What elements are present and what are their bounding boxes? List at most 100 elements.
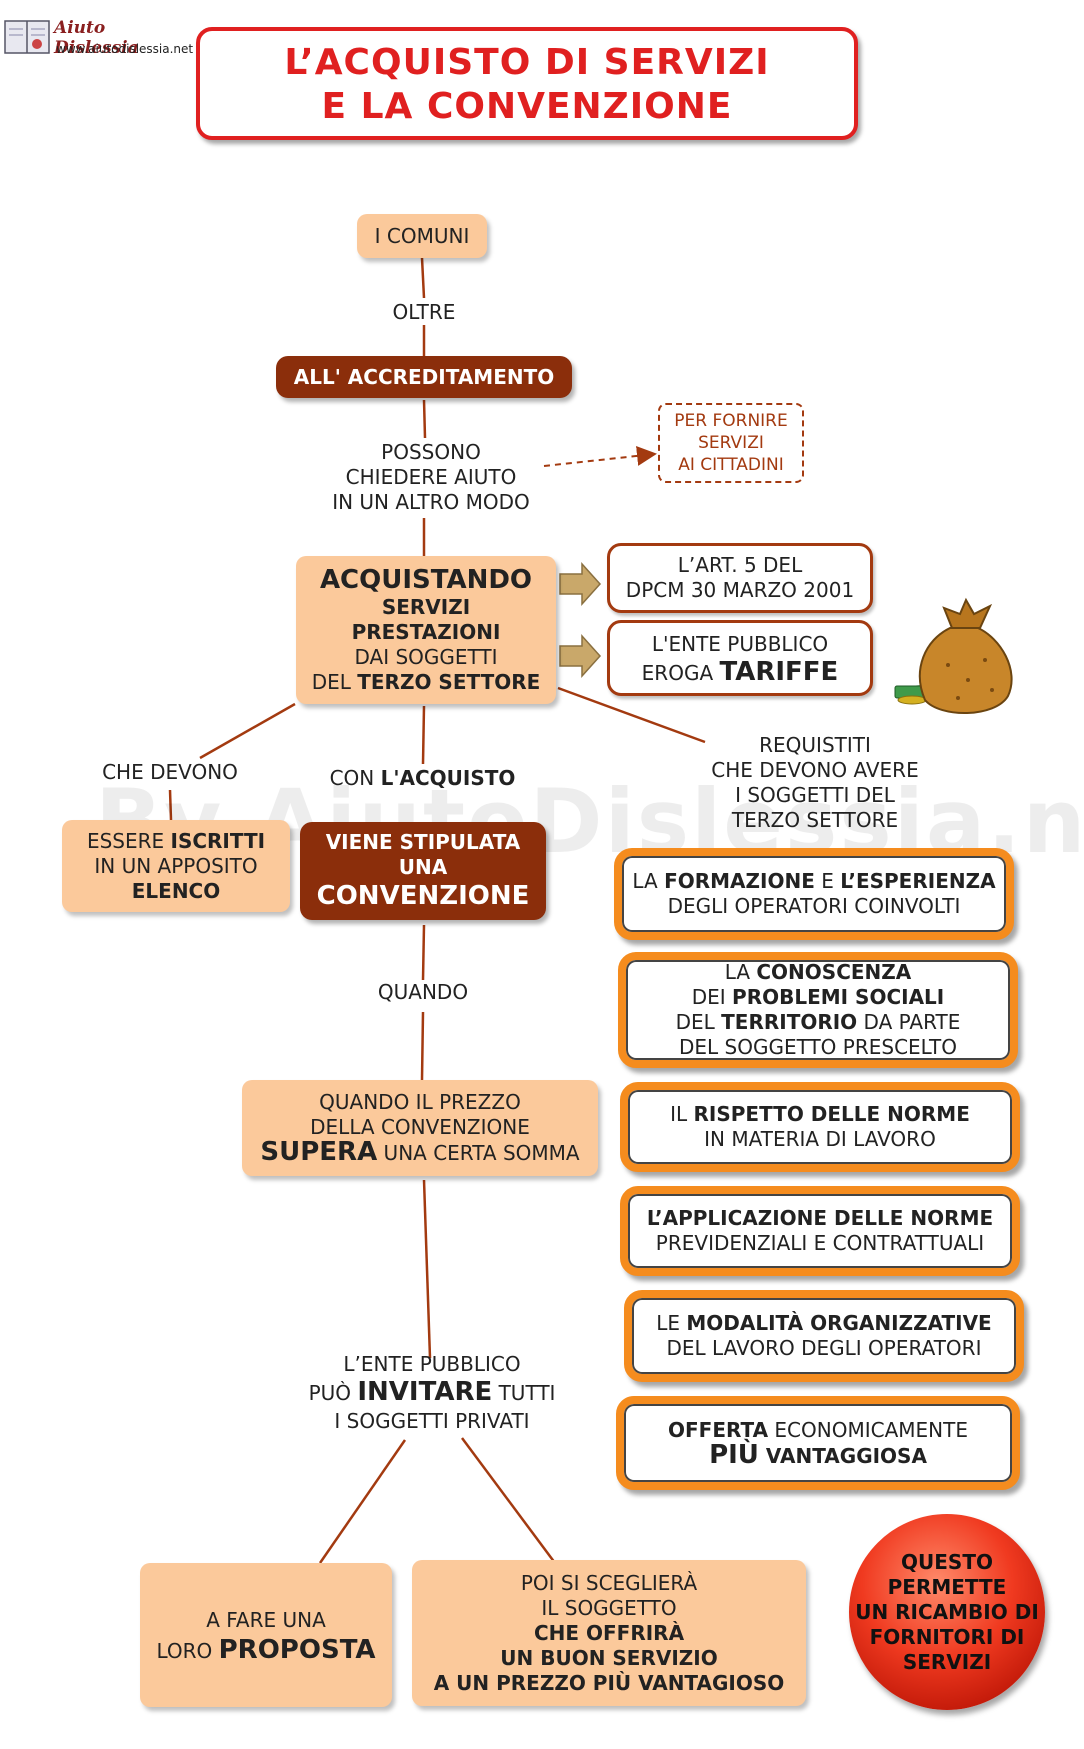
proposta-line-2: LORO PROPOSTA (156, 1635, 375, 1666)
ricambio-line-3: UN RICAMBIO DI (855, 1599, 1039, 1624)
con-acquisto-a: CON (329, 766, 381, 790)
req2-line-3: DEL TERRITORIO DA PARTE (676, 1010, 961, 1035)
acquistando-line-3: PRESTAZIONI (351, 620, 501, 644)
title-line-2: E LA CONVENZIONE (321, 86, 733, 127)
acquistando-line-2: SERVIZI (381, 595, 471, 619)
node-prezzo: QUANDO IL PREZZO DELLA CONVENZIONE SUPER… (242, 1080, 598, 1176)
node-iscritti: ESSERE ISCRITTI IN UN APPOSITO ELENCO (62, 820, 290, 912)
logo-url: www.aiutodislessia.net (56, 42, 194, 56)
invitare-l2c: TUTTI (492, 1381, 556, 1405)
proposta-line-1: A FARE UNA (206, 1607, 326, 1632)
node-ente-tariffe: L'ENTE PUBBLICO EROGA TARIFFE (607, 620, 873, 696)
invitare-l2a: PUÒ (308, 1381, 358, 1405)
invitare-line-2: PUÒ INVITARE TUTTI (282, 1378, 582, 1407)
requirement-applicazione-norme: L’APPLICAZIONE DELLE NORME PREVIDENZIALI… (620, 1186, 1020, 1276)
proposta-l2a: LORO (156, 1638, 219, 1663)
acquistando-l5a: DEL (311, 670, 358, 694)
money-bag-icon (894, 597, 1013, 715)
invitare-l2b: INVITARE (357, 1377, 493, 1407)
requisiti-line-1: REQUISTITI (759, 733, 871, 757)
req4-line-1: L’APPLICAZIONE DELLE NORME (646, 1206, 994, 1230)
art5-line-2: DPCM 30 MARZO 2001 (625, 578, 855, 602)
node-scegliera: POI SI SCEGLIERÀ IL SOGGETTO CHE OFFRIRÀ… (412, 1560, 806, 1706)
iscritti-l1a: ESSERE (86, 828, 171, 853)
page-title: L’ACQUISTO DI SERVIZI E LA CONVENZIONE (196, 27, 858, 140)
node-convenzione: VIENE STIPULATA UNA CONVENZIONE (300, 822, 546, 920)
convenzione-line-1: VIENE STIPULATA (325, 830, 521, 854)
label-con-acquisto: CON L'ACQUISTO (315, 766, 530, 791)
req2-l1b: CONOSCENZA (756, 960, 912, 984)
acquistando-l5b: TERZO SETTORE (357, 670, 541, 694)
req5-line-1: LE MODALITÀ ORGANIZZATIVE (656, 1311, 991, 1336)
requisiti-line-2: CHE DEVONO AVERE (711, 758, 919, 782)
req2-l2a: DEI (691, 985, 733, 1009)
proposta-l2b: PROPOSTA (218, 1634, 376, 1665)
logo-name: Aiuto Dislessia (54, 18, 139, 58)
req2-l3c: DA PARTE (857, 1010, 961, 1034)
req1-c: E (814, 869, 841, 893)
node-accreditamento-text: ALL' ACCREDITAMENTO (293, 364, 555, 389)
req2-line-2: DEI PROBLEMI SOCIALI (692, 985, 945, 1010)
scegliera-line-2: IL SOGGETTO (541, 1595, 677, 1620)
label-che-devono: CHE DEVONO (102, 760, 238, 784)
node-accreditamento: ALL' ACCREDITAMENTO (276, 356, 572, 398)
book-icon (4, 20, 50, 54)
requirement-rispetto-norme: IL RISPETTO DELLE NORME IN MATERIA DI LA… (620, 1082, 1020, 1172)
req6-l2b: VANTAGGIOSA (758, 1443, 927, 1468)
req2-line-4: DEL SOGGETTO PRESCELTO (678, 1035, 958, 1059)
node-ricambio: QUESTO PERMETTE UN RICAMBIO DI FORNITORI… (849, 1514, 1045, 1710)
invitare-line-3: I SOGGETTI PRIVATI (334, 1409, 530, 1433)
req5-l1b: MODALITÀ ORGANIZZATIVE (686, 1311, 992, 1335)
tariffe-line-1: L'ENTE PUBBLICO (651, 631, 829, 656)
req5-l1a: LE (656, 1311, 687, 1335)
req6-l2a: PIÙ (709, 1439, 759, 1470)
scegliera-line-1: POI SI SCEGLIERÀ (520, 1570, 698, 1595)
ricambio-line-5: SERVIZI (902, 1649, 992, 1674)
ricambio-line-2: PERMETTE (887, 1574, 1007, 1599)
tariffe-l2b: TARIFFE (719, 656, 839, 687)
tariffe-l2a: EROGA (641, 660, 720, 685)
art5-line-1: L’ART. 5 DEL (677, 553, 803, 577)
title-line-1: L’ACQUISTO DI SERVIZI (284, 42, 770, 83)
scegliera-line-3: CHE OFFRIRÀ (533, 1620, 685, 1645)
possono-line-3: IN UN ALTRO MODO (332, 490, 530, 514)
requisiti-line-3: I SOGGETTI DEL (735, 783, 895, 807)
requirement-offerta-vantaggiosa: OFFERTA ECONOMICAMENTE PIÙ VANTAGGIOSA (616, 1396, 1020, 1490)
req6-l1a: OFFERTA (668, 1417, 769, 1442)
req1-a: LA (632, 869, 665, 893)
prezzo-l3b: UNA CERTA SOMMA (377, 1141, 580, 1165)
req1-b: FORMAZIONE (664, 869, 815, 893)
req2-l2b: PROBLEMI SOCIALI (732, 985, 945, 1009)
iscritti-line-1: ESSERE ISCRITTI (87, 829, 265, 854)
iscritti-line-3: ELENCO (131, 878, 221, 903)
tariffe-line-2: EROGA TARIFFE (642, 658, 839, 687)
req2-line-1: LA CONOSCENZA (725, 960, 912, 985)
ricambio-line-4: FORNITORI DI (869, 1624, 1025, 1649)
req1-line-1: LA FORMAZIONE E L’ESPERIENZA (632, 869, 995, 894)
req5-line-2: DEL LAVORO DEGLI OPERATORI (666, 1336, 982, 1360)
req2-l1a: LA (724, 960, 757, 984)
label-requisiti: REQUISTITI CHE DEVONO AVERE I SOGGETTI D… (700, 733, 930, 833)
req6-l1b: ECONOMICAMENTE (768, 1417, 968, 1442)
fornire-line-1: PER FORNIRE (674, 411, 788, 431)
req2-l3b: TERRITORIO (721, 1010, 858, 1034)
req3-l1a: IL (670, 1102, 694, 1126)
req3-l1b: RISPETTO DELLE NORME (693, 1102, 970, 1126)
invitare-line-1: L’ENTE PUBBLICO (343, 1352, 521, 1376)
con-acquisto-b: L'ACQUISTO (380, 766, 516, 790)
node-acquistando: ACQUISTANDO SERVIZI PRESTAZIONI DAI SOGG… (296, 556, 556, 704)
label-invitare: L’ENTE PUBBLICO PUÒ INVITARE TUTTI I SOG… (282, 1350, 582, 1435)
logo: Aiuto Dislessia www.aiutodislessia.net (2, 14, 194, 60)
convenzione-line-3: CONVENZIONE (316, 881, 530, 911)
fornire-line-2: SERVIZI (698, 433, 764, 453)
acquistando-line-4: DAI SOGGETTI (354, 645, 498, 669)
requisiti-line-4: TERZO SETTORE (731, 808, 899, 832)
prezzo-line-3: SUPERA UNA CERTA SOMMA (260, 1139, 580, 1166)
req1-line-2: DEGLI OPERATORI COINVOLTI (667, 894, 961, 918)
acquistando-line-1: ACQUISTANDO (319, 565, 533, 595)
acquistando-line-5: DEL TERZO SETTORE (312, 670, 541, 695)
req2-l3a: DEL (675, 1010, 722, 1034)
label-oltre: OLTRE (392, 300, 456, 324)
req3-line-2: IN MATERIA DI LAVORO (704, 1127, 936, 1151)
